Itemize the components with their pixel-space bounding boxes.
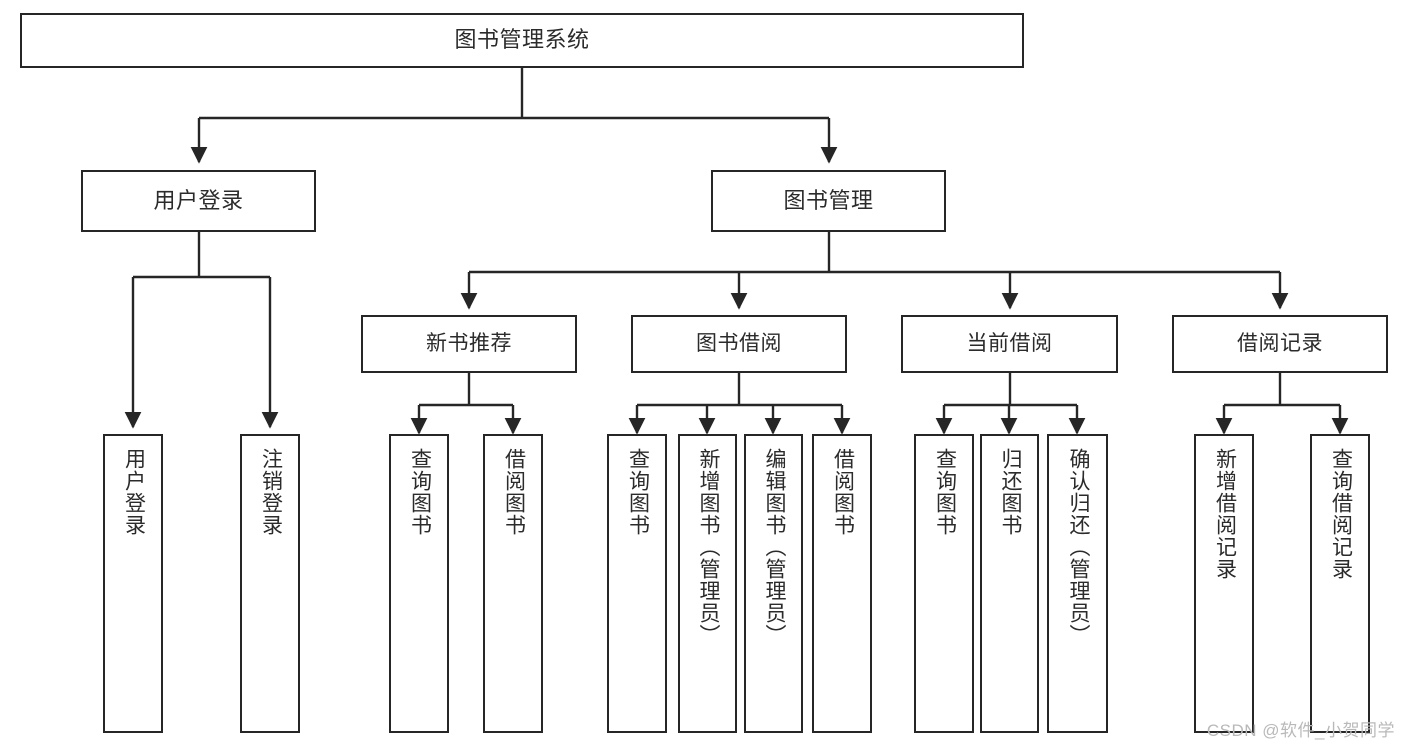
node-book-borrow[interactable]: 图书借阅 [631,315,847,373]
node-label: 图书管理系统 [454,27,590,53]
node-leaf-query-book-recommend[interactable]: 查询图书 [389,434,449,733]
node-label: 用户登录 [153,187,244,213]
node-label: 新增借阅记录 [1213,448,1237,580]
node-leaf-user-login[interactable]: 用户登录 [103,434,163,733]
node-leaf-query-book-borrow[interactable]: 查询图书 [607,434,667,733]
node-leaf-logout[interactable]: 注销登录 [240,434,300,733]
node-label: 归还图书 [998,448,1022,536]
node-label: 查询借阅记录 [1329,448,1353,580]
node-new-book-recommend[interactable]: 新书推荐 [361,315,577,373]
node-label: 图书借阅 [696,332,782,356]
watermark-text: CSDN @软件_小贺同学 [1206,721,1395,740]
node-label: 查询图书 [933,448,957,536]
node-label: 当前借阅 [966,332,1053,356]
node-label: 注销登录 [259,448,283,536]
node-borrow-record[interactable]: 借阅记录 [1172,315,1388,373]
node-leaf-query-borrow-record[interactable]: 查询借阅记录 [1310,434,1370,733]
node-leaf-borrow-book[interactable]: 借阅图书 [812,434,872,733]
node-current-borrow[interactable]: 当前借阅 [901,315,1118,373]
node-label: 借阅图书 [502,448,526,536]
node-label: 查询图书 [626,448,650,536]
node-label: 新书推荐 [426,332,512,356]
node-label: 编辑图书（管理员） [762,448,786,646]
node-label: 确认归还（管理员） [1066,448,1090,646]
node-root-book-management-system[interactable]: 图书管理系统 [20,13,1024,68]
node-label: 新增图书（管理员） [696,448,720,646]
node-leaf-edit-book-admin[interactable]: 编辑图书（管理员） [744,434,803,733]
node-label: 借阅记录 [1237,332,1323,356]
node-user-login[interactable]: 用户登录 [81,170,316,232]
node-leaf-add-borrow-record[interactable]: 新增借阅记录 [1194,434,1254,733]
node-leaf-borrow-book-recommend[interactable]: 借阅图书 [483,434,543,733]
node-leaf-add-book-admin[interactable]: 新增图书（管理员） [678,434,737,733]
node-leaf-confirm-return-admin[interactable]: 确认归还（管理员） [1047,434,1108,733]
node-label: 借阅图书 [831,448,855,536]
node-label: 图书管理 [783,187,874,213]
node-label: 查询图书 [408,448,432,536]
node-label: 用户登录 [122,448,146,536]
node-leaf-return-book[interactable]: 归还图书 [980,434,1039,733]
node-leaf-query-book-current[interactable]: 查询图书 [914,434,974,733]
node-book-management[interactable]: 图书管理 [711,170,946,232]
